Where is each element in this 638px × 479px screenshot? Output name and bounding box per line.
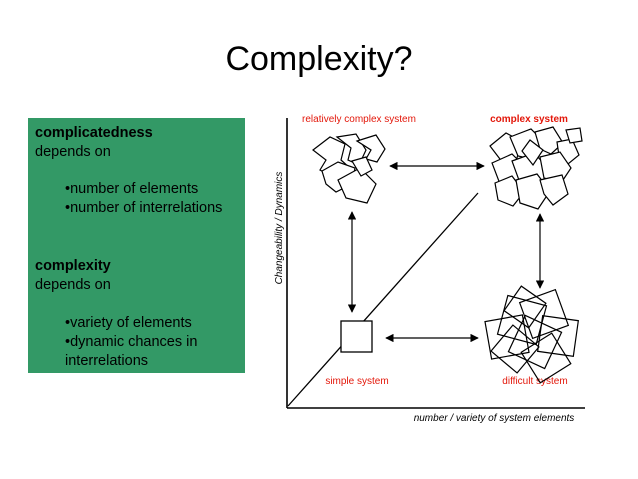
complexity-bullet-2: •dynamic chances in [65,334,198,350]
complexity-depends-text: depends on [35,277,111,293]
complicatedness-bullet-1: •number of elements [65,181,199,197]
definitions-panel: complicatedness depends on •number of el… [28,118,245,373]
x-axis-label: number / variety of system elements [414,413,575,424]
complexity-bullet-1: •variety of elements [65,315,192,331]
label-complex-system: complex system [490,114,568,125]
slide-title: Complexity? [225,40,413,78]
y-axis-label: Changeability / Dynamics [274,172,285,285]
complicatedness-depends-text: depends on [35,144,111,160]
relatively-complex-system-shape [312,133,386,204]
complexity-bullet-3: interrelations [65,353,149,369]
complicatedness-heading: complicatedness [35,125,153,141]
complex-system-shape [489,126,583,210]
complexity-heading: complexity [35,258,111,274]
label-simple-system: simple system [325,376,388,387]
complicatedness-bullet-2: •number of interrelations [65,200,223,216]
difficult-system-shape [484,285,580,384]
diagonal-line [287,192,479,407]
label-relatively-complex-system: relatively complex system [302,114,416,125]
simple-system-shape [340,320,373,353]
label-difficult-system: difficult system [502,376,567,387]
